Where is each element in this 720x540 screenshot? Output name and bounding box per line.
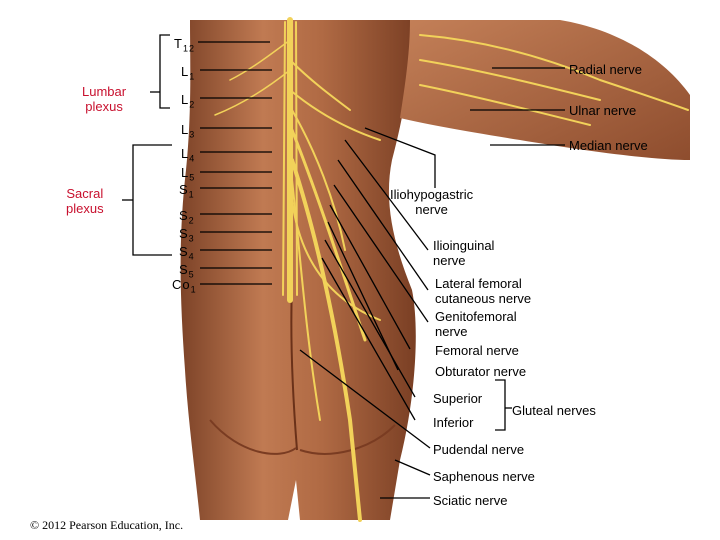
level-l3: L3 [181, 122, 196, 140]
lateral-femoral-cutaneous-label: Lateral femoral cutaneous nerve [435, 276, 532, 306]
level-s5: S5 [179, 262, 195, 280]
median-nerve-label: Median nerve [569, 138, 648, 153]
saphenous-nerve-label: Saphenous nerve [433, 469, 535, 484]
radial-nerve-label: Radial nerve [569, 62, 642, 77]
sacral-plexus-label: Sacral plexus [66, 186, 104, 216]
torso-silhouette [180, 20, 416, 520]
level-s2: S2 [179, 208, 195, 226]
lumbar-plexus-label: Lumbar plexus [82, 84, 126, 114]
pudendal-nerve-label: Pudendal nerve [433, 442, 525, 457]
level-t12: T12 [174, 36, 195, 54]
copyright-notice: © 2012 Pearson Education, Inc. [30, 518, 184, 532]
sciatic-nerve-label: Sciatic nerve [433, 493, 508, 508]
level-s4: S4 [179, 244, 195, 262]
level-s1: S1 [179, 182, 195, 200]
arm-silhouette [400, 20, 690, 160]
level-l5: L5 [181, 165, 196, 183]
gluteal-fold-right [299, 424, 396, 455]
ilioinguinal-nerve-label: Ilioinguinal nerve [433, 238, 495, 268]
gluteal-nerves-label: Gluteal nerves [512, 403, 596, 418]
nerve-paths [214, 17, 689, 522]
obturator-nerve-label: Obturator nerve [435, 364, 527, 379]
femoral-nerve-label: Femoral nerve [435, 343, 519, 358]
level-l2: L2 [181, 92, 196, 110]
inferior-gluteal-label: Inferior [433, 415, 474, 430]
lumbar-plexus-text: Lumbar plexus [82, 84, 127, 114]
superior-gluteal-label: Superior [433, 391, 483, 406]
leader-lines [122, 34, 565, 499]
level-l1: L1 [181, 64, 196, 82]
level-co1: Co1 [172, 277, 197, 295]
iliohypogastric-nerve-label: Iliohypogastric nerve [390, 187, 474, 217]
gluteal-fold-left [209, 419, 297, 455]
genitofemoral-nerve-label: Genitofemoral nerve [435, 309, 517, 339]
ulnar-nerve-label: Ulnar nerve [569, 103, 637, 118]
sacral-plexus-text: Sacral plexus [66, 186, 104, 216]
gluteal-cleft [290, 284, 298, 451]
level-l4: L4 [181, 146, 196, 164]
level-s3: S3 [179, 226, 195, 244]
